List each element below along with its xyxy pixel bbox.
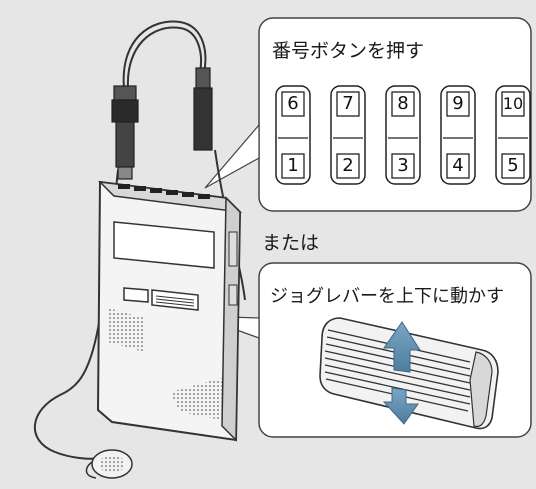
headphone-plug [111,67,213,180]
button-8-label: 8 [397,93,409,114]
callout-bottom-title: ジョグレバーを上下に動かす [270,286,504,307]
button-7-label: 7 [342,93,354,114]
jog-lever-illustration [319,317,499,430]
button-2-label: 2 [342,155,354,176]
button-1-label: 1 [287,155,299,176]
radio-device [96,180,243,442]
arrow-down-icon [382,387,419,425]
button-10-label: 10 [502,94,524,113]
button-5-label: 5 [507,155,519,176]
or-label: または [262,232,320,254]
button-6-label: 6 [287,93,299,114]
number-buttons-group [275,85,531,185]
arrow-up-icon [383,321,421,373]
callout-top-title: 番号ボタンを押す [272,40,425,62]
callout-top-pointer [204,123,260,189]
earbud [85,449,133,479]
button-9-label: 9 [452,93,464,114]
button-3-label: 3 [397,155,409,176]
button-4-label: 4 [452,155,464,176]
